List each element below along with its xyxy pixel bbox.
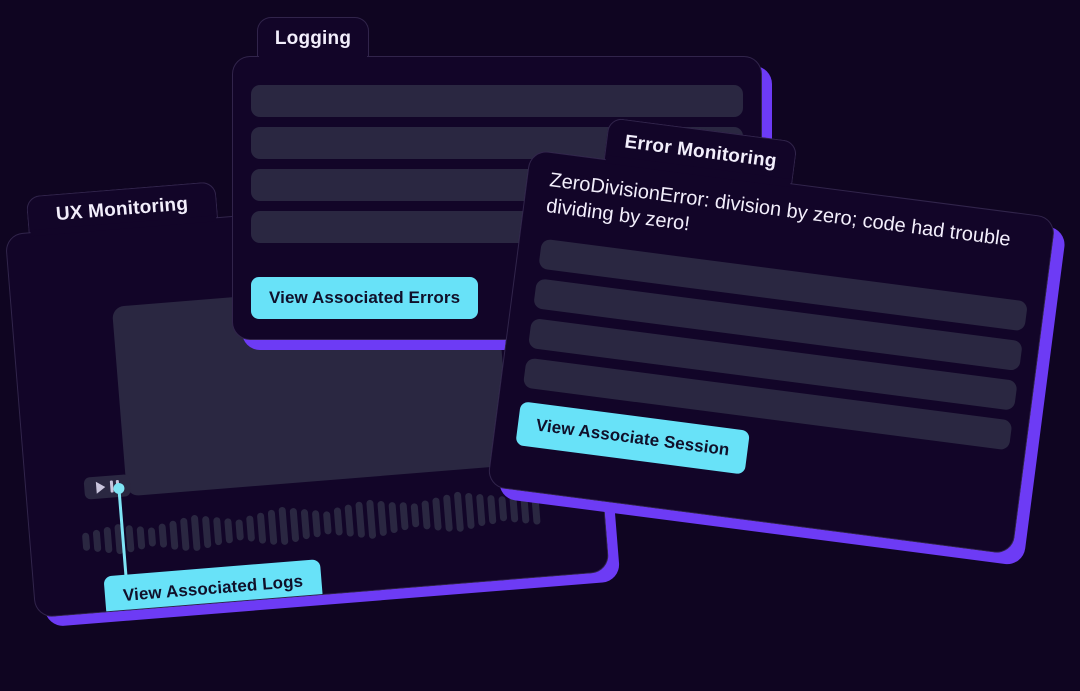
waveform-bar [442, 493, 453, 532]
waveform-bar [179, 517, 190, 551]
waveform-bar [355, 501, 366, 538]
waveform-bar [158, 523, 168, 548]
waveform-bar [224, 517, 234, 544]
waveform-bar [246, 515, 256, 542]
waveform-bar [190, 514, 201, 552]
waveform-bar [322, 510, 332, 535]
waveform-bar [410, 503, 420, 528]
waveform-bar [399, 501, 409, 531]
waveform-bar [388, 501, 398, 533]
waveform-bar [213, 516, 223, 546]
waveform-bar [235, 518, 244, 541]
logging-tab-label: Logging [274, 27, 352, 49]
waveform-bar [267, 509, 278, 545]
waveform-bar [92, 529, 102, 553]
waveform-bar [278, 506, 289, 546]
waveform-bar [421, 499, 431, 530]
logging-tab[interactable]: Logging [257, 17, 369, 59]
waveform-bar [344, 504, 355, 537]
waveform-bar [201, 515, 212, 549]
waveform-bar [453, 491, 464, 532]
waveform-bar [377, 500, 388, 536]
error-monitoring-card-body: ZeroDivisionError: division by zero; cod… [486, 149, 1057, 555]
waveform-bar [333, 507, 343, 536]
waveform-bar [125, 524, 135, 552]
view-associated-errors-button[interactable]: View Associated Errors [251, 277, 479, 319]
waveform-bar [300, 508, 311, 540]
list-item[interactable] [251, 85, 743, 117]
waveform-bar [81, 532, 91, 552]
play-icon[interactable] [95, 481, 106, 494]
waveform-bar [147, 526, 157, 547]
waveform-bar [136, 525, 146, 550]
logging-tab-seam [259, 53, 367, 60]
waveform-bar [169, 519, 179, 550]
waveform-bar [432, 496, 442, 531]
waveform-bar [366, 499, 377, 539]
waveform-bar [103, 526, 113, 554]
waveform-bar [311, 509, 321, 537]
waveform-bar [289, 507, 300, 543]
error-monitoring-card: Error Monitoring ZeroDivisionError: divi… [470, 100, 1080, 611]
waveform-bar [256, 511, 267, 544]
